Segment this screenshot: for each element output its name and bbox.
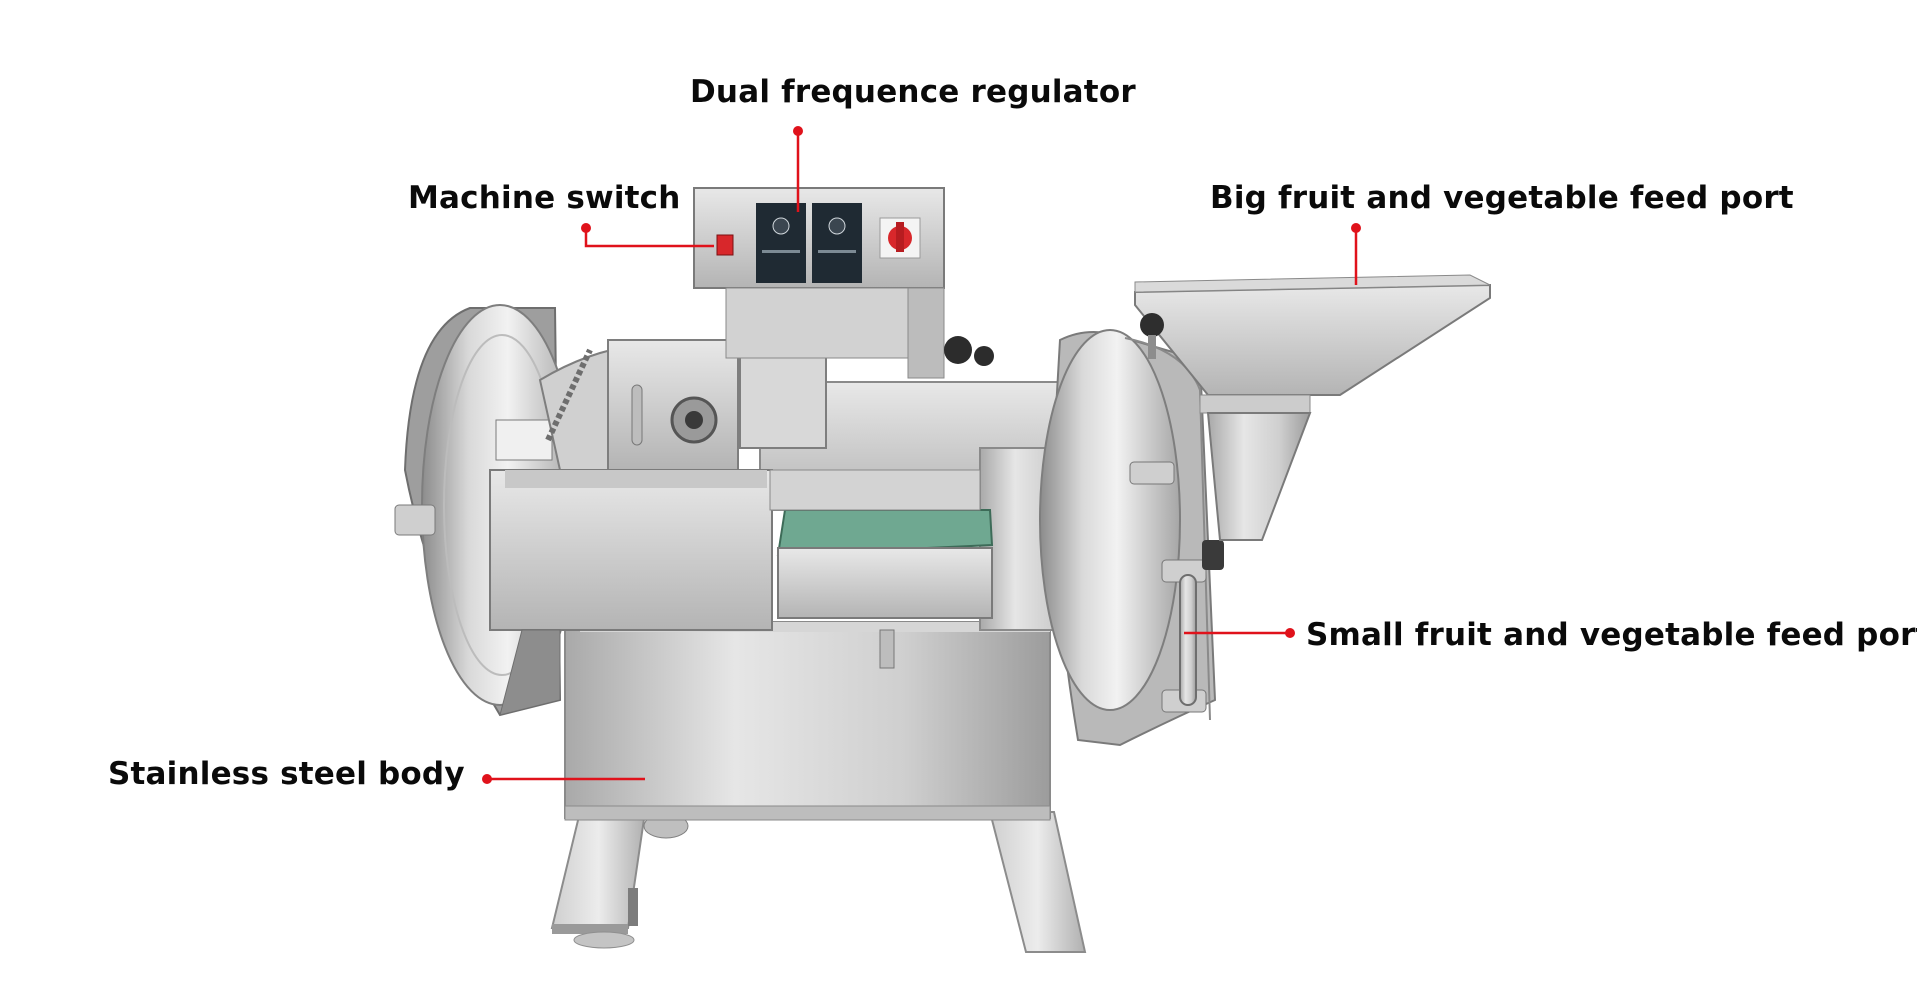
big-feed-port-hopper — [1134, 274, 1491, 541]
label-small-feed-port: Small fruit and vegetable feed port — [1306, 617, 1917, 653]
front-output-chute — [489, 469, 773, 716]
small-feed-port-tube — [1179, 540, 1224, 706]
right-cutting-drum — [1039, 329, 1217, 747]
stainless-steel-body — [564, 621, 1051, 821]
cable-gland — [944, 336, 994, 366]
conveyor-belt-tray — [769, 469, 994, 669]
callout-big-feed-port — [1351, 223, 1361, 285]
label-stainless-steel-body: Stainless steel body — [108, 756, 465, 792]
rear-left-leg — [573, 888, 638, 949]
label-machine-switch: Machine switch — [408, 180, 681, 216]
front-right-leg — [988, 811, 1087, 953]
cutter-head-assembly — [538, 339, 827, 471]
callout-small-feed-port — [1184, 628, 1295, 638]
machine-switch-button — [716, 234, 734, 256]
frequency-regulator-right — [812, 203, 862, 283]
callout-dual-regulator — [793, 126, 803, 212]
callout-machine-switch — [581, 223, 714, 248]
control-panel-box — [693, 187, 994, 379]
frequency-regulator-left — [756, 203, 806, 283]
vegetable-cutter-machine — [394, 187, 1491, 953]
label-dual-frequence-regulator: Dual frequence regulator — [690, 74, 1136, 110]
callout-stainless-body — [482, 774, 645, 784]
rotary-power-switch — [879, 217, 921, 259]
label-big-feed-port: Big fruit and vegetable feed port — [1210, 180, 1794, 216]
